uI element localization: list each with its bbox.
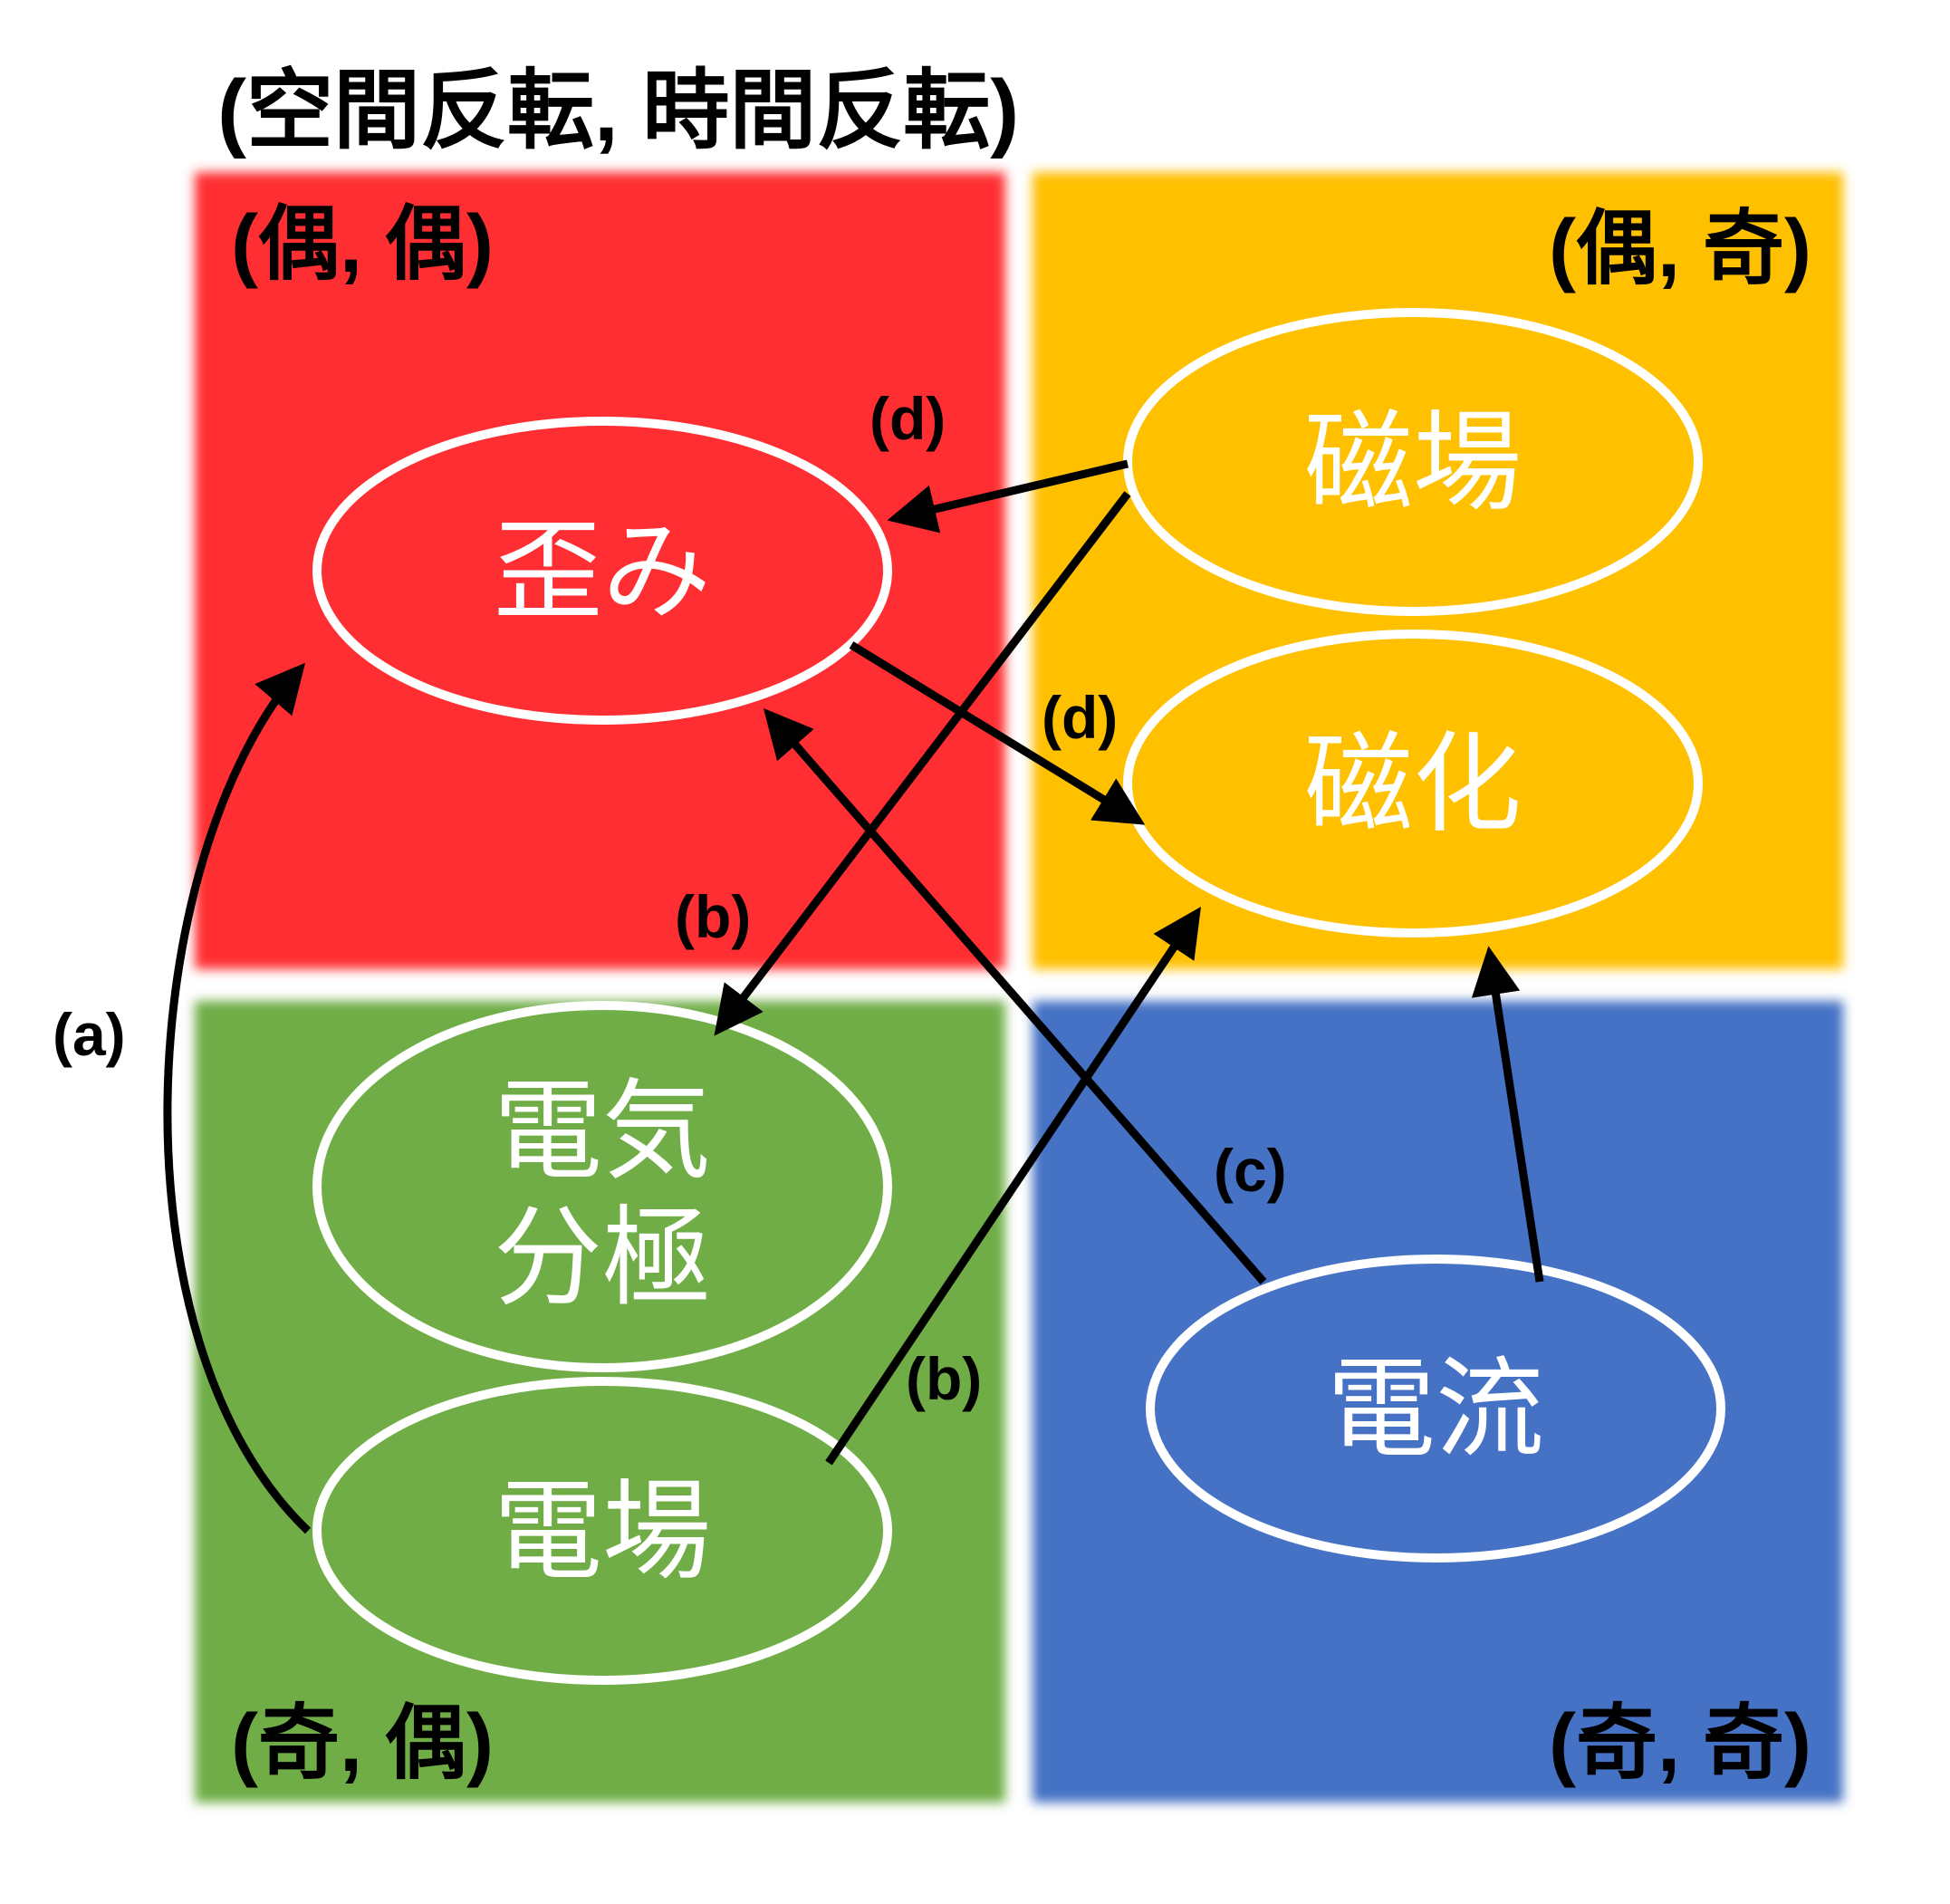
arrow-b1-magnetic-field-to-polarization — [714, 491, 1131, 1036]
edge-label-b1: (b) — [675, 883, 751, 950]
node-polarization-label-line1: 電気 — [494, 1069, 711, 1195]
diagram-title: (空間反転, 時間反転) — [217, 63, 1019, 159]
node-strain-label: 歪み — [494, 509, 711, 635]
node-electric-field-label: 電場 — [494, 1469, 711, 1595]
quadrant-label-even-odd: (偶, 奇) — [1549, 204, 1811, 294]
node-strain: 歪み — [312, 417, 892, 725]
quadrant-label-odd-odd: (奇, 奇) — [1549, 1698, 1811, 1789]
quadrant-odd-odd — [1033, 1001, 1843, 1803]
arrow-d2-strain-to-magnetization — [849, 641, 1146, 825]
edge-label-d2: (d) — [1042, 684, 1118, 751]
node-electric-field: 電場 — [312, 1377, 892, 1685]
arrow-b2-electric-field-to-magnetization — [825, 907, 1202, 1466]
quadrant-label-even-even: (偶, 偶) — [231, 199, 494, 290]
edge-label-a: (a) — [53, 1001, 126, 1068]
edge-label-b2: (b) — [906, 1345, 982, 1412]
quadrant-even-odd — [1033, 172, 1843, 969]
node-magnetic-field: 磁場 — [1123, 308, 1703, 616]
arrow-a-electric-field-to-strain — [163, 662, 312, 1534]
node-magnetization-label: 磁化 — [1304, 722, 1522, 848]
node-polarization-label-line2: 分極 — [494, 1196, 711, 1322]
arrow-d1-magnetic-field-to-strain — [887, 459, 1129, 534]
quadrant-label-odd-even: (奇, 偶) — [231, 1698, 494, 1789]
edge-label-d1: (d) — [869, 385, 946, 452]
node-current-label: 電流 — [1327, 1347, 1544, 1473]
node-magnetic-field-label: 磁場 — [1304, 400, 1522, 526]
node-polarization: 電気 分極 — [312, 1001, 892, 1372]
edge-label-c: (c) — [1214, 1137, 1287, 1204]
node-magnetization: 磁化 — [1123, 630, 1703, 938]
node-current: 電流 — [1146, 1255, 1725, 1563]
arrow-current-to-magnetization — [1471, 946, 1544, 1283]
arrow-c-current-to-strain — [763, 707, 1267, 1284]
